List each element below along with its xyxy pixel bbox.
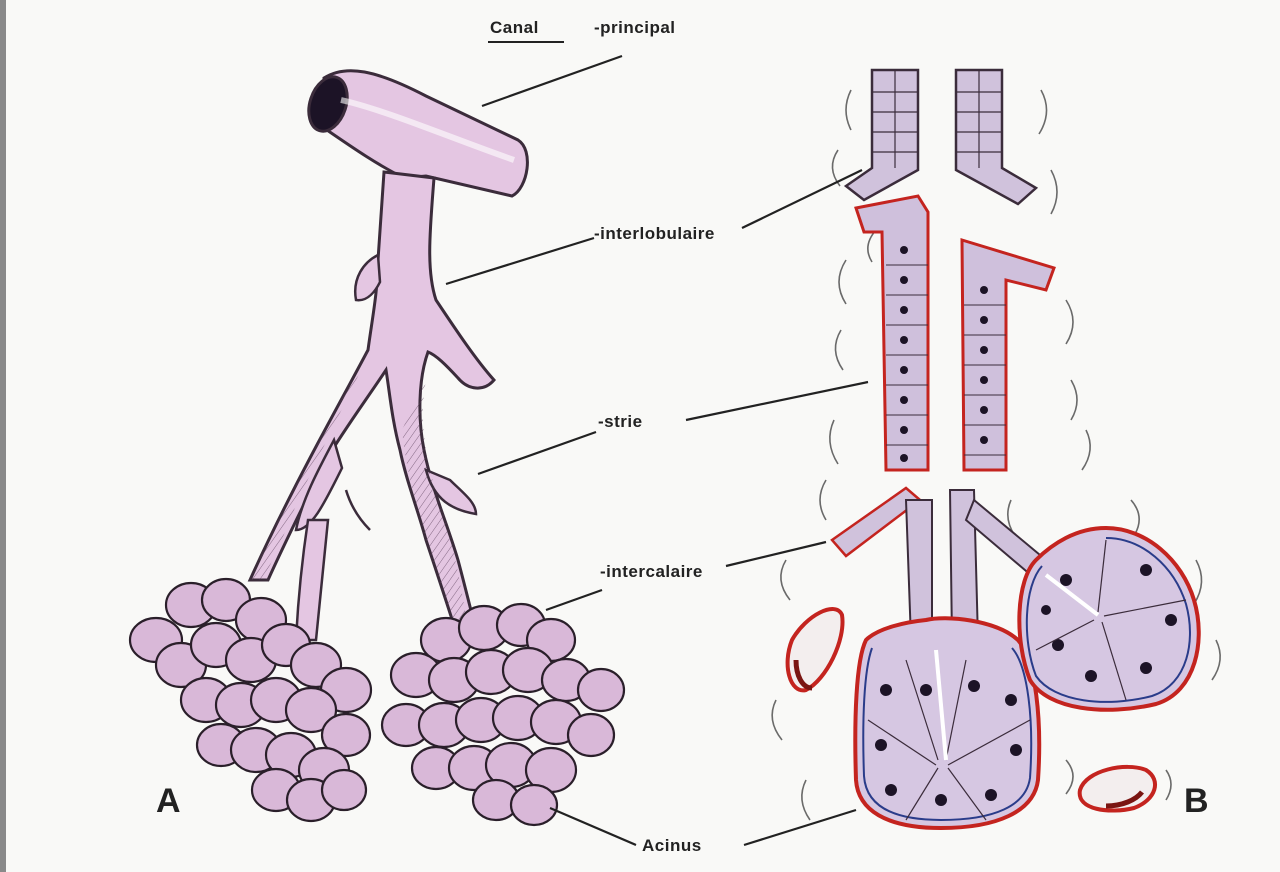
- acinus-lower: [855, 618, 1039, 828]
- duct-wall-striated: [856, 196, 1054, 470]
- label-canal-strie: -strie: [598, 412, 643, 432]
- label-acinus: Acinus: [642, 836, 702, 856]
- label-panel-a: A: [156, 782, 181, 821]
- canal-interlobulaire-shape: [250, 172, 494, 632]
- panel-b-histology: [772, 70, 1220, 828]
- label-canal-intercalaire: -intercalaire: [600, 562, 703, 582]
- acinus-cluster-right: [382, 604, 624, 825]
- acinus-right: [1019, 528, 1198, 710]
- label-panel-b: B: [1184, 782, 1209, 821]
- label-canal-principal: -principal: [594, 18, 676, 38]
- salivary-gland-illustration: [6, 0, 1280, 872]
- label-canal: Canal: [490, 18, 539, 38]
- label-canal-interlobulaire: -interlobulaire: [594, 224, 715, 244]
- duct-wall-upper: [846, 70, 1036, 204]
